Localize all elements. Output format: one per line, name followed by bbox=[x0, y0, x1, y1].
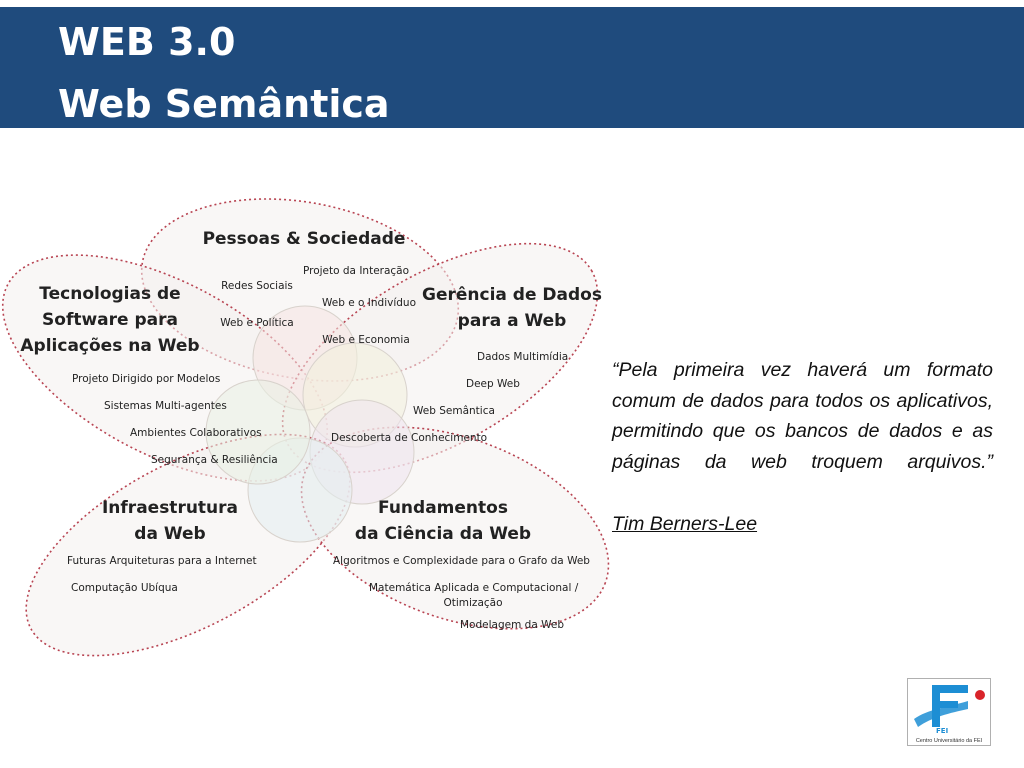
item-algoritmos-complexidade: Algoritmos e Complexidade para o Grafo d… bbox=[333, 555, 590, 567]
category-gerencia-line1: Gerência de Dados bbox=[422, 285, 602, 305]
item-computacao-ubiqua: Computação Ubíqua bbox=[71, 582, 178, 594]
item-matematica-aplicada: Matemática Aplicada e Computacional / bbox=[369, 582, 579, 594]
category-tecnologias-line3: Aplicações na Web bbox=[20, 336, 200, 356]
item-otimizacao: Otimização bbox=[443, 597, 503, 609]
item-web-individuo: Web e o Indivíduo bbox=[322, 297, 416, 309]
item-seguranca-resiliencia: Segurança & Resiliência bbox=[151, 454, 278, 466]
category-tecnologias-line2: Software para bbox=[42, 310, 178, 330]
item-redes-sociais: Redes Sociais bbox=[221, 280, 293, 292]
category-infraestrutura-line1: Infraestrutura bbox=[101, 498, 239, 518]
quote-author: Tim Berners-Lee bbox=[612, 513, 758, 535]
item-ambientes-colaborativos: Ambientes Colaborativos bbox=[130, 427, 262, 439]
quote-text: “Pela primeira vez haverá um formato com… bbox=[612, 359, 993, 473]
item-web-semantica: Web Semântica bbox=[413, 405, 495, 417]
category-tecnologias: Tecnologias de Software para Aplicações … bbox=[20, 281, 199, 359]
title-banner: WEB 3.0 Web Semântica bbox=[0, 7, 1024, 128]
center-circles bbox=[205, 305, 415, 543]
category-pessoas: Pessoas & Sociedade bbox=[202, 229, 406, 249]
logo-mark-text: FEI bbox=[936, 727, 948, 735]
fei-logo: FEI Centro Universitário da FEI bbox=[907, 678, 991, 746]
category-fundamentos: Fundamentos da Ciência da Web bbox=[355, 495, 531, 547]
item-projeto-interacao: Projeto da Interação bbox=[302, 265, 410, 277]
item-projeto-dirigido: Projeto Dirigido por Modelos bbox=[72, 373, 221, 385]
fei-logo-mark: FEI bbox=[914, 685, 985, 735]
category-infraestrutura: Infraestrutura da Web bbox=[102, 495, 238, 547]
item-web-economia: Web e Economia bbox=[322, 334, 410, 346]
item-descoberta-conhecimento: Descoberta de Conhecimento bbox=[331, 432, 488, 444]
item-deep-web: Deep Web bbox=[466, 378, 520, 390]
item-futuras-arquiteturas: Futuras Arquiteturas para a Internet bbox=[67, 555, 257, 567]
item-web-politica: Web e Política bbox=[220, 317, 294, 329]
logo-caption: Centro Universitário da FEI bbox=[915, 738, 983, 744]
item-dados-multimidia: Dados Multimídia bbox=[477, 351, 569, 363]
diagram-petals bbox=[1, 198, 610, 657]
web-science-diagram: Pessoas & Sociedade Projeto da Interação… bbox=[0, 190, 620, 660]
category-infraestrutura-line2: da Web bbox=[134, 524, 206, 544]
slide-subtitle: Web Semântica bbox=[58, 82, 390, 126]
category-fundamentos-line1: Fundamentos bbox=[378, 498, 508, 518]
category-tecnologias-line1: Tecnologias de bbox=[39, 284, 181, 304]
item-sistemas-multiagentes: Sistemas Multi-agentes bbox=[104, 400, 227, 412]
category-fundamentos-line2: da Ciência da Web bbox=[354, 524, 532, 544]
category-gerencia-line2: para a Web bbox=[457, 311, 567, 331]
item-modelagem-web: Modelagem da Web bbox=[460, 619, 564, 631]
category-gerencia: Gerência de Dados para a Web bbox=[422, 282, 602, 334]
slide-title: WEB 3.0 bbox=[58, 20, 236, 64]
